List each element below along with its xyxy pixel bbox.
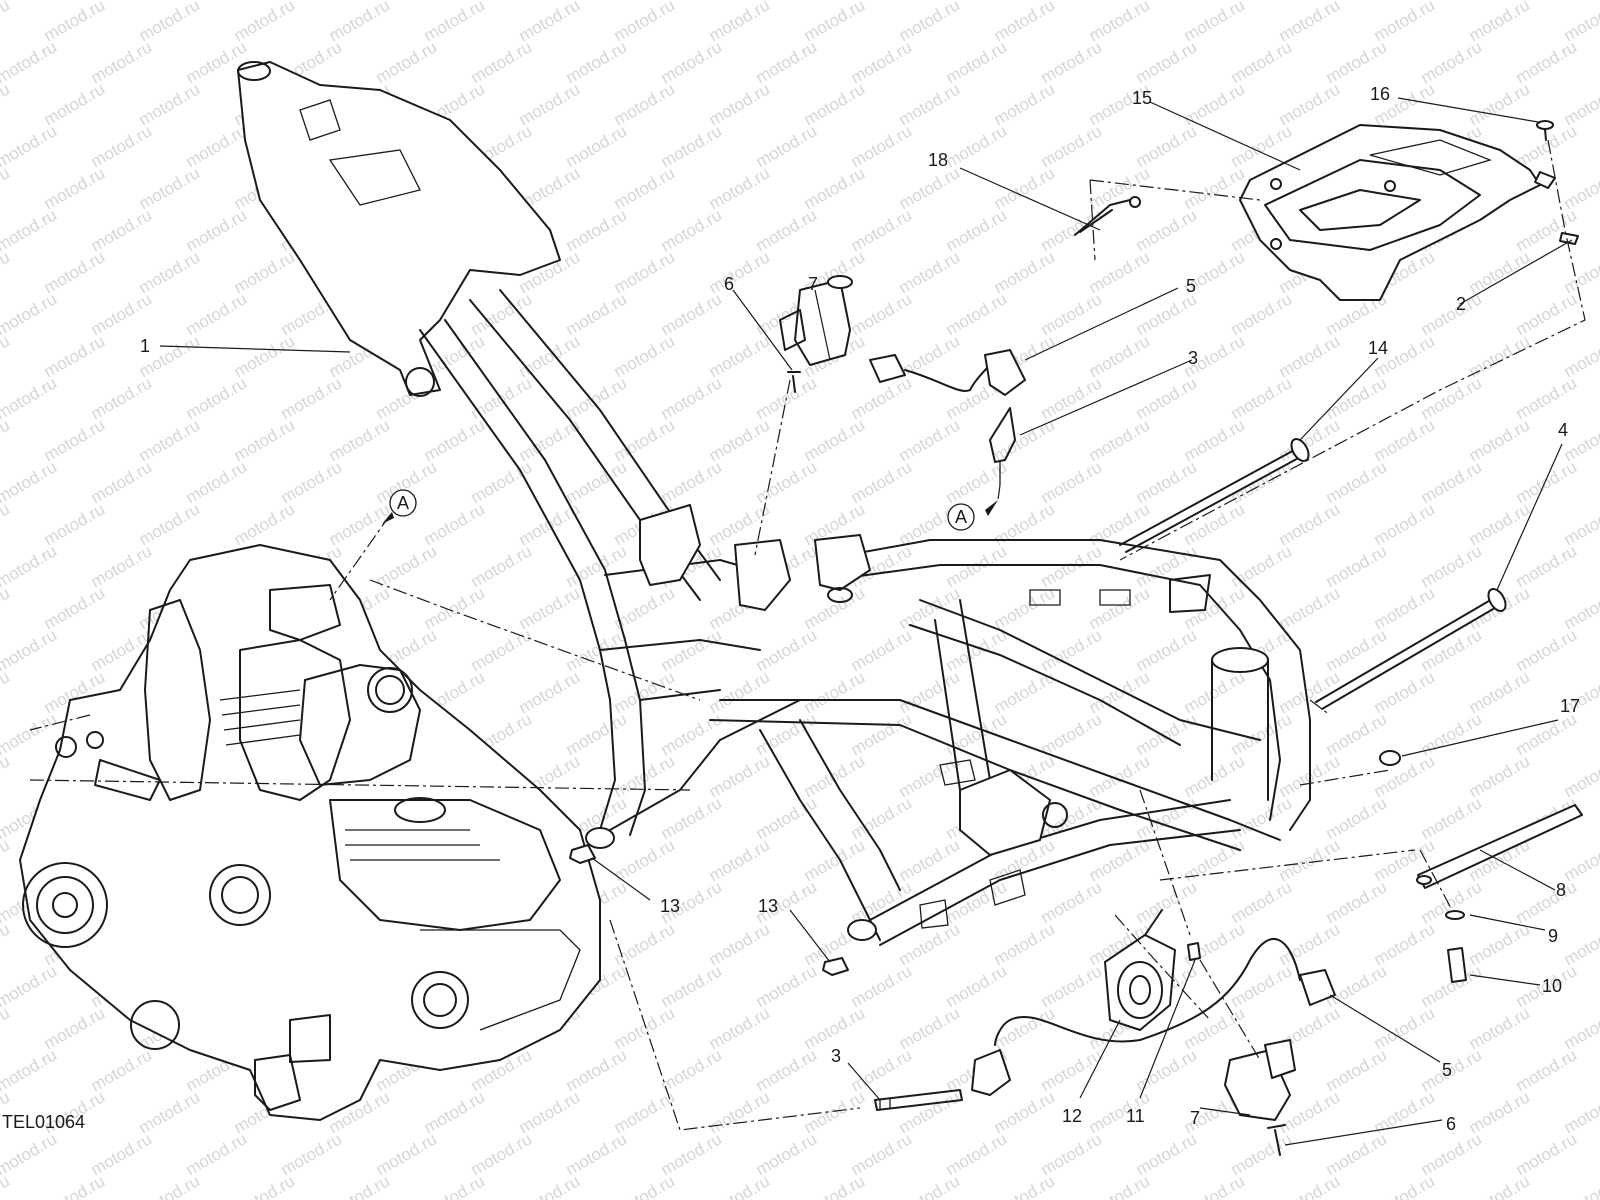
callout-1: 1 [140,336,150,356]
watermark-text: motod.ru [0,1045,60,1095]
watermark-text: motod.ru [0,541,60,591]
watermark-text: motod.ru [1561,583,1600,633]
callout-13-left: 13 [660,896,680,916]
callout-3-lower: 3 [831,1046,841,1066]
watermark-text: motod.ru [0,79,13,129]
callout-10: 10 [1542,976,1562,996]
callout-5-upper: 5 [1186,276,1196,296]
watermark-text: motod.ru [41,1171,109,1200]
watermark-text: motod.ru [991,1171,1059,1200]
watermark-text: motod.ru [0,1129,60,1179]
watermark-text: motod.ru [1371,1171,1439,1200]
watermark-text: motod.ru [1466,1171,1534,1200]
watermark-text: motod.ru [0,751,13,801]
watermark-text: motod.ru [0,373,60,423]
watermark-text: motod.ru [1561,919,1600,969]
watermark-text: motod.ru [1561,247,1600,297]
watermark-text: motod.ru [0,0,60,3]
watermark-text: motod.ru [1561,79,1600,129]
reference-marker-label: A [397,493,409,513]
watermark-text: motod.ru [0,919,13,969]
reference-marker-a-right: A [947,500,998,531]
watermark-text: motod.ru [136,1171,204,1200]
watermark-text: motod.ru [1561,835,1600,885]
watermark-text: motod.ru [1181,1171,1249,1200]
watermark-text: motod.ru [0,457,60,507]
watermark-text: motod.ru [611,1171,679,1200]
watermark-text: motod.ru [0,247,13,297]
watermark-text: motod.ru [516,1171,584,1200]
watermark-text: motod.ru [0,583,13,633]
plate-washer-bolt-drawing [1416,804,1583,983]
watermark-text: motod.ru [801,1171,869,1200]
watermark-text: motod.ru [0,625,60,675]
main-frame-drawing [237,61,1311,946]
reference-marker-label: A [955,507,967,527]
watermark-text: motod.ru [896,1171,964,1200]
diagram-reference-code: TEL01064 [2,1112,86,1132]
watermark-text: motod.ru [1561,1003,1600,1053]
assembly-lines [29,139,1586,1131]
callout-7-upper: 7 [808,274,818,294]
watermark-text: motod.ru [1086,1171,1154,1200]
callout-6-lower: 6 [1446,1114,1456,1134]
callout-5-lower: 5 [1442,1060,1452,1080]
watermark-text: motod.ru [0,0,13,45]
horn-drawing [1104,909,1201,1031]
callout-11: 11 [1126,1106,1145,1126]
callout-6-upper: 6 [724,274,734,294]
watermark-text: motod.ru [1561,0,1600,45]
watermark-text: motod.ru [0,961,60,1011]
watermark-text: motod.ru [0,415,13,465]
watermark-text: motod.ru [1561,499,1600,549]
watermark-text: motod.ru [0,163,13,213]
watermark-text: motod.ru [1561,1087,1600,1137]
watermark-text: motod.ru [0,667,13,717]
watermark-text: motod.ru [0,499,13,549]
callout-3-upper: 3 [1188,348,1198,368]
watermark-text: motod.ru [1561,331,1600,381]
watermark-text: motod.ru [0,835,13,885]
watermark-text: motod.ru [326,1171,394,1200]
long-bolts-drawing [1119,438,1507,710]
engine-drawing [19,544,601,1121]
reference-marker-a-left: A [382,489,417,524]
watermark-text: motod.ru [231,1171,299,1200]
plug-cap-drawing [1379,750,1401,766]
leader-lines [159,97,1573,1146]
callout-8: 8 [1556,880,1566,900]
watermark-text: motod.ru [0,709,60,759]
callout-4: 4 [1558,420,1568,440]
seat-bracket-drawing [1239,124,1556,301]
callout-12: 12 [1062,1106,1082,1126]
callout-2: 2 [1456,294,1466,314]
callout-17: 17 [1560,696,1580,716]
callout-16: 16 [1370,84,1390,104]
cable-tie-drawing [1074,196,1141,236]
callout-18: 18 [928,150,948,170]
watermark-text: motod.ru [706,1171,774,1200]
watermark-text: motod.ru [0,289,60,339]
seat-bracket-fasteners-drawing [1536,120,1579,245]
callout-15: 15 [1132,88,1152,108]
nuts-drawing [569,844,849,976]
watermark-text: motod.ru [0,37,60,87]
lower-ignition-coil-drawing [874,938,1336,1156]
watermark-text: motod.ru [0,205,60,255]
callout-labels: 1 2 3 3 4 5 5 6 6 7 7 8 9 10 11 12 13 13… [140,84,1580,1134]
watermark-text: motod.ru [1561,1171,1600,1200]
callout-13-right: 13 [758,896,778,916]
watermark-text: motod.ru [1276,1171,1344,1200]
watermark-text: motod.ru [0,331,13,381]
callout-14: 14 [1368,338,1388,358]
watermark-text: motod.ru [1561,163,1600,213]
watermark-text: motod.ru [0,121,60,171]
watermark-text: motod.ru [421,1171,489,1200]
callout-9: 9 [1548,926,1558,946]
callout-7-lower: 7 [1190,1108,1200,1128]
watermark-text: motod.ru [0,1003,13,1053]
watermark-text: motod.ru [1561,751,1600,801]
